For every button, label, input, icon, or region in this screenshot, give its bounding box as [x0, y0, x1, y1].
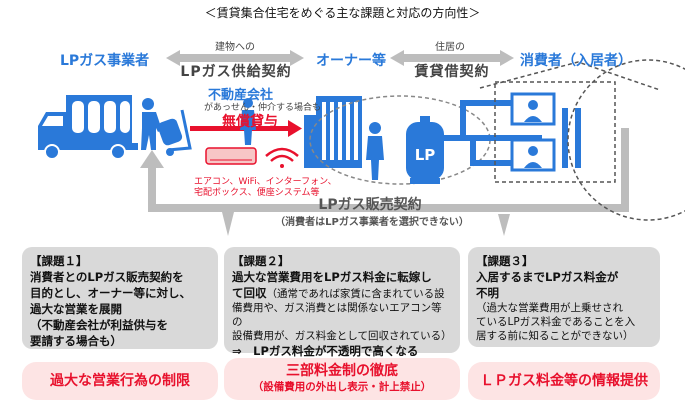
owner-person-icon: [366, 122, 384, 180]
actor-lp-company: LPガス事業者: [60, 53, 150, 69]
resident-icon: [510, 92, 556, 172]
gas-pipes: [442, 100, 581, 168]
wifi-icon: [265, 147, 299, 168]
issue-1-line: 要請する場合も）: [30, 334, 122, 348]
response-3: ＬＰガス料金等の情報提供: [468, 362, 660, 400]
response-2-title: 三部料金制の徹底: [286, 363, 398, 379]
apartment-room: [494, 81, 616, 183]
issue-1-line: （不動産会社が利益供与を: [30, 318, 168, 332]
sales-contract-label: LPガス販売契約: [318, 197, 422, 213]
issue-2-heading: 【課題２】: [232, 254, 290, 268]
free-loan-arrow: [190, 120, 302, 137]
supply-contract-label: LPガス供給契約: [180, 64, 292, 80]
issue-2-note: 備費用や、ガス消費とは関係ないエアコン等の: [232, 302, 442, 328]
truck-icon: [38, 95, 138, 160]
issue-1-line: 過大な営業を展開: [30, 302, 122, 316]
lease-contract-arrow: [390, 50, 514, 66]
page-title: ＜賃貸集合住宅をめぐる主な課題と対応の方向性＞: [204, 6, 481, 20]
issue-3-line: 不明: [476, 286, 499, 300]
issue-3-box: 【課題３】 入居するまでLPガス料金が 不明 （過大な営業費用が上乗せされ てい…: [468, 247, 660, 347]
issue-2-line: て回収: [232, 286, 267, 300]
issue-1-box: 【課題１】 消費者とのLPガス販売契約を 目的とし、オーナー等に対し、 過大な営…: [22, 247, 218, 349]
issue-2-conclusion: ⇒ LPガス料金が不透明で高くなる: [232, 344, 419, 358]
issue-2-line: 過大な営業費用をLPガス料金に転嫁し: [232, 270, 432, 284]
cylinder-label: LP: [414, 146, 436, 164]
arrow-to-issue2: [222, 212, 234, 236]
realestate-person-icon: [240, 98, 256, 145]
air-conditioner-icon: [205, 147, 257, 165]
issue-2-note: 設備費用が、ガス料金として回収されている）: [232, 330, 452, 342]
response-1: 過大な営業行為の制限: [22, 362, 218, 400]
response-2: 三部料金制の徹底 （設備費用の外出し表示・計上禁止）: [224, 358, 460, 400]
gas-cylinder-icon: [406, 116, 444, 184]
apartment-roof: [479, 61, 661, 91]
actor-owner: オーナー等: [316, 53, 386, 69]
issue-2-note: （通常であれば家賃に含まれている設: [266, 288, 445, 300]
issue-3-note: ているLPガス料金であることを入: [476, 316, 636, 328]
lease-contract-caption: 住居の: [435, 42, 465, 53]
issue-3-heading: 【課題３】: [476, 254, 534, 268]
issue-3-note: 居する前に知ることができない）: [476, 330, 634, 342]
arrow-to-issue3: [498, 214, 510, 236]
issue-1-heading: 【課題１】: [30, 254, 88, 268]
supply-contract-caption: 建物への: [215, 42, 255, 53]
supply-contract-arrow: [166, 50, 304, 66]
actor-consumer: 消費者（入居者）: [520, 53, 632, 69]
sales-contract-note: （消費者はLPガス事業者を選択できない）: [275, 217, 469, 228]
realestate-note: があっせん・仲介する場合も: [204, 103, 322, 113]
delivery-person-icon: [141, 98, 192, 156]
equipment-list-2: 宅配ボックス、便座システム等: [194, 188, 320, 198]
response-2-sub: （設備費用の外出し表示・計上禁止）: [252, 381, 432, 393]
issue-3-note: （過大な営業費用が上乗せされ: [476, 302, 623, 314]
issue-2-box: 【課題２】 過大な営業費用をLPガス料金に転嫁し て回収（通常であれば家賃に含ま…: [224, 247, 460, 358]
free-loan-label: 無償貸与: [222, 114, 278, 130]
issue-1-line: 目的とし、オーナー等に対し、: [30, 286, 191, 300]
issue-1-line: 消費者とのLPガス販売契約を: [30, 270, 184, 284]
lease-contract-label: 賃貸借契約: [414, 64, 490, 80]
actor-realestate: 不動産会社: [208, 88, 274, 103]
issue-3-line: 入居するまでLPガス料金が: [476, 270, 619, 284]
sales-contract-arrow: [148, 128, 629, 212]
equipment-list-1: エアコン、WiFi、インターフォン、: [194, 177, 337, 187]
